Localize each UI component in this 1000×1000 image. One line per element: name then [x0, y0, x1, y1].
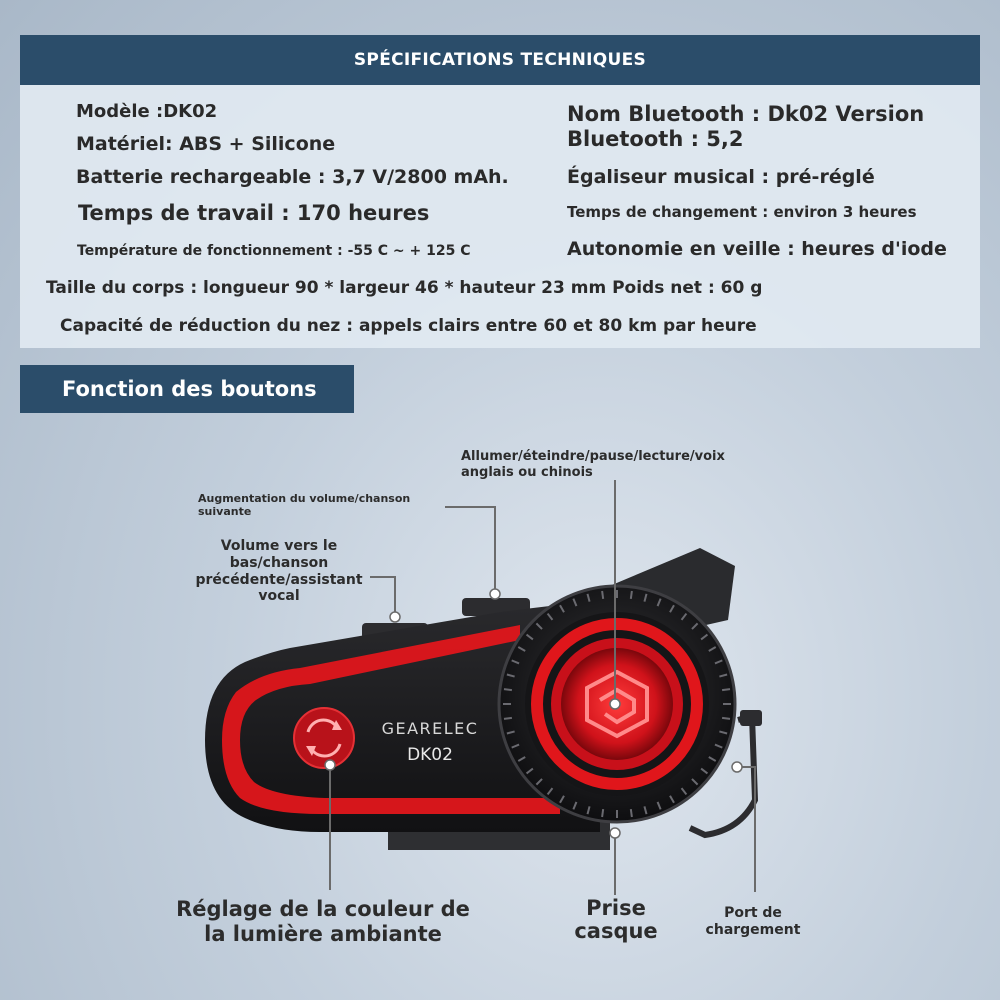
dial-tick — [643, 593, 648, 602]
device-brand: GEARELEC — [382, 719, 479, 738]
refresh-icon — [306, 718, 342, 758]
spec-material: Matériel: ABS + Silicone — [76, 133, 336, 155]
spec-model: Modèle :DK02 — [76, 101, 218, 122]
dial-tick — [691, 622, 699, 630]
spec-equalizer: Égaliseur musical : pré-réglé — [567, 166, 875, 188]
dial-tick — [714, 659, 723, 665]
spec-bt-version: Bluetooth : 5,2 — [567, 127, 744, 151]
dial-tick — [506, 730, 515, 735]
device-model: DK02 — [407, 745, 453, 765]
dial-tick — [719, 673, 728, 678]
spec-body-size: Taille du corps : longueur 90 * largeur … — [46, 278, 763, 298]
dial-tick — [511, 659, 520, 665]
dial-tick — [656, 801, 662, 810]
dial-tick — [517, 756, 526, 762]
dial-tick — [546, 787, 554, 796]
dial-tick — [656, 598, 662, 607]
dial-tick — [559, 604, 565, 613]
brand-logo-icon — [585, 669, 649, 739]
dial-tick — [586, 593, 591, 602]
dial-tick — [525, 633, 534, 641]
dial-tick — [503, 716, 513, 720]
dial-tick — [546, 612, 554, 621]
dial-tick — [572, 801, 578, 810]
dial-tick — [680, 787, 688, 796]
spec-work-time: Temps de travail : 170 heures — [78, 201, 430, 225]
dial-tick — [669, 604, 675, 613]
spec-standby: Autonomie en veille : heures d'iode — [567, 238, 947, 260]
spec-bt-name: Nom Bluetooth : Dk02 Version — [567, 102, 925, 126]
spec-title: SPÉCIFICATIONS TECHNIQUES — [20, 35, 980, 85]
spec-temperature: Température de fonctionnement : -55 C ~ … — [77, 243, 471, 259]
dial-tick — [714, 743, 723, 749]
label-volume-up: Augmentation du volume/chanson suivante — [198, 492, 411, 518]
button-functions-title: Fonction des boutons — [20, 365, 354, 413]
label-headset: Prise casque — [574, 896, 658, 944]
dial-tick — [700, 633, 709, 641]
label-ambient: Réglage de la couleur de la lumière ambi… — [176, 897, 470, 947]
dial-tick — [629, 590, 633, 600]
dial-tick — [719, 730, 728, 735]
dial-light-ring — [531, 618, 703, 790]
dial-tick — [680, 612, 688, 621]
dial-tick — [559, 795, 565, 804]
dial-tick — [643, 806, 648, 815]
spec-panel: SPÉCIFICATIONS TECHNIQUES — [20, 35, 980, 348]
device-body — [205, 600, 600, 832]
dial-tick — [669, 795, 675, 804]
dial-tick — [691, 778, 699, 786]
dial-tick — [708, 756, 717, 762]
dial-tick — [506, 673, 515, 678]
dial-tick — [721, 688, 731, 692]
dial-tick — [572, 598, 578, 607]
spec-noise-reduction: Capacité de réduction du nez : appels cl… — [60, 316, 757, 336]
dial-tick — [601, 808, 605, 818]
dial-tick — [700, 767, 709, 775]
dial-tick — [629, 808, 633, 818]
ambient-light-strip — [222, 625, 560, 814]
dial-tick — [511, 743, 520, 749]
dial-tick — [535, 778, 543, 786]
dial-tick — [503, 688, 513, 692]
dial-tick — [708, 646, 717, 652]
label-charging: Port de chargement — [705, 905, 801, 938]
label-volume-down: Volume vers le bas/chanson précédente/as… — [195, 538, 363, 605]
dial-tick — [721, 716, 731, 720]
label-power: Allumer/éteindre/pause/lecture/voix angl… — [461, 449, 725, 480]
spec-battery: Batterie rechargeable : 3,7 V/2800 mAh. — [76, 166, 509, 188]
dial-tick — [525, 767, 534, 775]
dial-tick — [601, 590, 605, 600]
ambient-button — [293, 707, 355, 769]
dial-tick — [535, 622, 543, 630]
dial-tick — [517, 646, 526, 652]
spec-charge-time: Temps de changement : environ 3 heures — [567, 203, 917, 221]
dial-tick — [586, 806, 591, 815]
